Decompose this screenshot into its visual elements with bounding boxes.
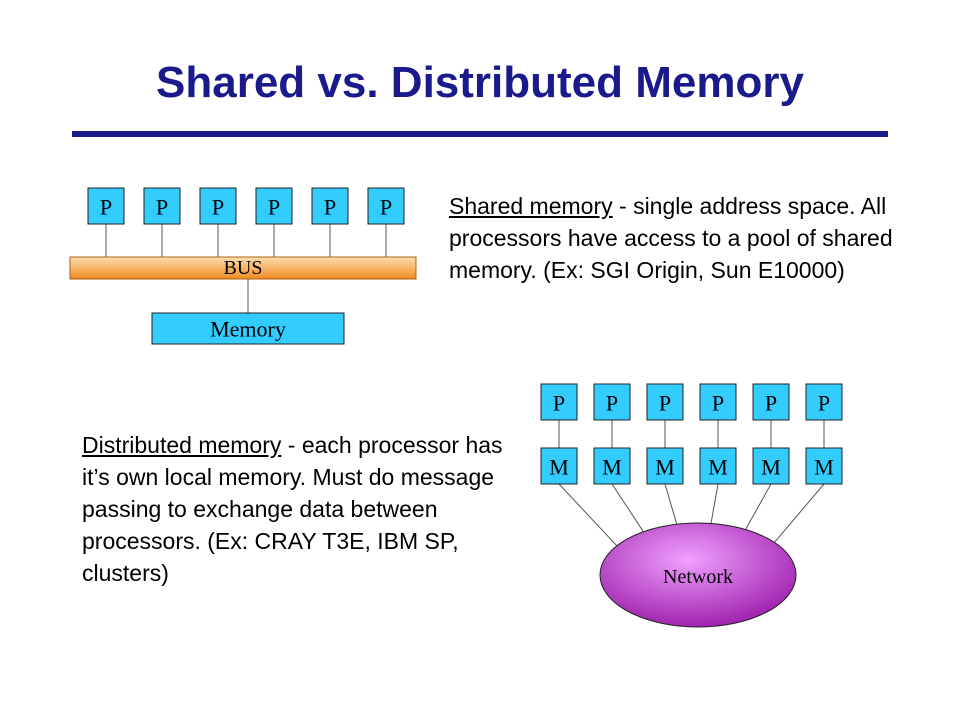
distributed-memory-description: Distributed memory - each processor has … [82, 429, 522, 589]
local-memory-box [540, 447, 578, 485]
title-underline [72, 131, 888, 137]
shared-memory-term: Shared memory [449, 193, 613, 219]
processor-box [646, 383, 684, 421]
local-memory-label: M [549, 455, 569, 480]
shared-memory-text: - single address space. All processors h… [449, 193, 893, 283]
processor-label: P [818, 391, 830, 416]
processor-label: P [100, 195, 112, 220]
local-memory-label: M [814, 455, 834, 480]
processor-label: P [156, 195, 168, 220]
bus-label: BUS [224, 257, 263, 279]
processor-box [367, 187, 405, 225]
memory-box [151, 312, 345, 345]
network-ellipse [599, 522, 797, 628]
processor-box [311, 187, 349, 225]
slide-title: Shared vs. Distributed Memory [156, 58, 804, 107]
local-memory-box [699, 447, 737, 485]
local-memory-label: M [708, 455, 728, 480]
bus-bar [69, 256, 417, 280]
processor-label: P [380, 195, 392, 220]
processor-box [87, 187, 125, 225]
memory-network-link [766, 483, 825, 552]
distributed-memory-term: Distributed memory [82, 432, 282, 458]
processor-label: P [712, 391, 724, 416]
memory-label: Memory [210, 317, 286, 342]
processor-label: P [268, 195, 280, 220]
processor-label: P [659, 391, 671, 416]
local-memory-label: M [761, 455, 781, 480]
processor-box [199, 187, 237, 225]
processor-box [699, 383, 737, 421]
distributed-memory-text: - each processor has it’s own local memo… [82, 432, 503, 586]
processor-box [593, 383, 631, 421]
processor-label: P [212, 195, 224, 220]
local-memory-box [752, 447, 790, 485]
processor-label: P [606, 391, 618, 416]
processor-box [143, 187, 181, 225]
local-memory-box [805, 447, 843, 485]
processor-box [752, 383, 790, 421]
network-label: Network [663, 566, 733, 588]
distributed-memory-diagram: P M P M P M P M P M P M Network [540, 383, 843, 628]
processor-box [255, 187, 293, 225]
processor-box [540, 383, 578, 421]
local-memory-label: M [655, 455, 675, 480]
processor-label: P [324, 195, 336, 220]
memory-network-link [558, 483, 622, 552]
shared-memory-description: Shared memory - single address space. Al… [449, 190, 919, 286]
local-memory-label: M [602, 455, 622, 480]
processor-label: P [765, 391, 777, 416]
processor-label: P [553, 391, 565, 416]
local-memory-box [593, 447, 631, 485]
local-memory-box [646, 447, 684, 485]
processor-box [805, 383, 843, 421]
shared-memory-diagram: P P P P P P BUS Memory [69, 187, 417, 345]
